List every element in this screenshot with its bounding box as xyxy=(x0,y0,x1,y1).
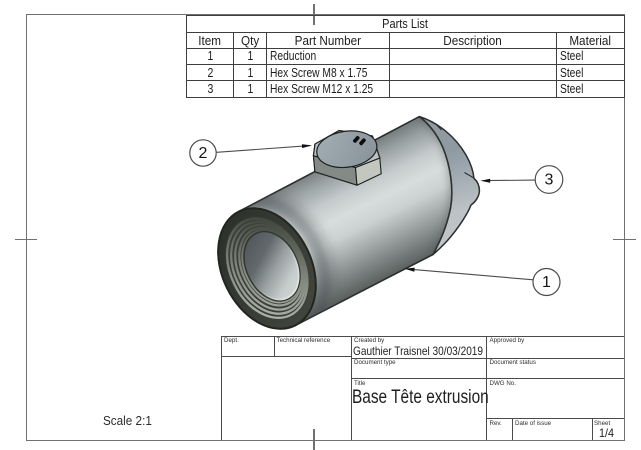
svg-text:3: 3 xyxy=(545,172,554,189)
svg-text:2: 2 xyxy=(199,145,208,162)
svg-text:1: 1 xyxy=(542,274,551,291)
